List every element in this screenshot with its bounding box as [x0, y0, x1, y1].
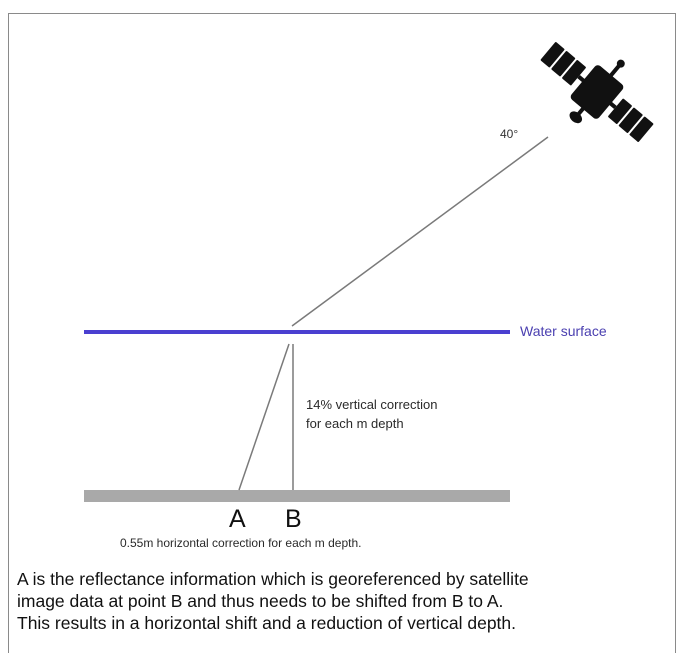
caption-line-1: A is the reflectance information which i… — [17, 569, 529, 589]
vertical-correction-label: 14% vertical correction for each m depth — [306, 395, 438, 433]
point-a-label: A — [229, 505, 246, 533]
vertical-correction-line-2: for each m depth — [306, 416, 404, 431]
point-b-label: B — [285, 505, 302, 533]
vertical-correction-line-1: 14% vertical correction — [306, 397, 438, 412]
caption: A is the reflectance information which i… — [17, 568, 529, 634]
refracted-ray — [238, 343, 290, 491]
seabed-bar — [84, 490, 510, 502]
angle-label: 40° — [500, 127, 519, 141]
satellite-icon — [540, 42, 654, 142]
water-surface-label: Water surface — [520, 323, 607, 339]
caption-line-2: image data at point B and thus needs to … — [17, 591, 504, 611]
horizontal-correction-label: 0.55m horizontal correction for each m d… — [120, 536, 362, 550]
caption-line-3: This results in a horizontal shift and a… — [17, 613, 517, 633]
figure-frame — [8, 13, 676, 653]
incident-ray — [291, 136, 549, 327]
